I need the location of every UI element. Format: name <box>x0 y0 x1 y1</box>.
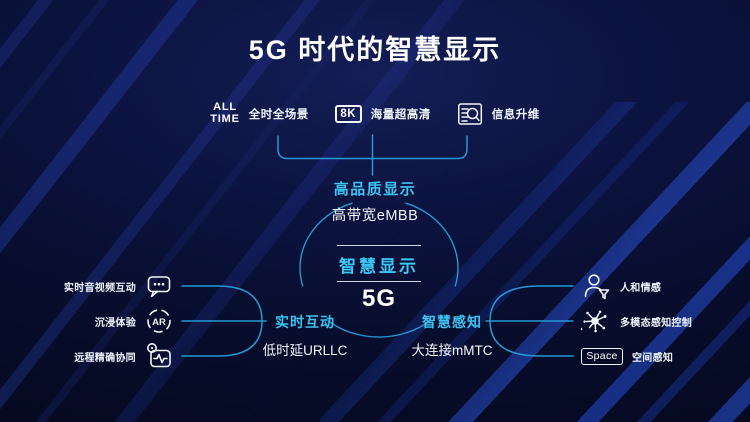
person-emotion-icon <box>584 274 610 300</box>
item-label: 远程精确协同 <box>74 352 136 364</box>
branch-right-subtitle: 大连接mMTC <box>411 343 493 358</box>
branch-top: 高品质显示 高带宽eMBB <box>0 178 750 225</box>
right-item-space: Space 空间感知 <box>581 341 673 371</box>
branch-left-title: 实时互动 <box>275 314 335 330</box>
right-item-people: 人和情感 <box>581 271 661 301</box>
all-time-icon: ALL TIME <box>210 101 240 125</box>
page-title: 5G 时代的智慧显示 <box>248 35 502 65</box>
feature-label: 全时全场景 <box>248 109 309 121</box>
circle-title: 智慧显示 <box>339 257 419 276</box>
left-brace-top <box>181 285 263 322</box>
branch-left-subtitle: 低时延URLLC <box>262 343 348 358</box>
right-item-multimodal: 多模态感知控制 <box>581 306 692 336</box>
left-item-immersive: 沉浸体验 AR <box>0 306 174 336</box>
space-badge-icon: Space <box>581 347 623 365</box>
branch-left: 实时互动 低时延URLLC <box>260 312 350 359</box>
svg-text:AR: AR <box>152 317 166 328</box>
left-item-remote: 远程精确协同 <box>0 341 174 371</box>
8k-badge-icon: 8K <box>334 105 362 123</box>
item-label: 实时音视频互动 <box>63 282 136 294</box>
branch-top-subtitle: 高带宽eMBB <box>331 208 419 224</box>
feature-all-time: ALL TIME 全时全场景 <box>210 101 309 126</box>
feature-label: 海量超高清 <box>370 109 431 121</box>
left-item-av: 实时音视频互动 <box>0 271 174 301</box>
top-feature-row: ALL TIME 全时全场景 8K 海量超高清 信息升维 <box>0 101 750 127</box>
left-brace-bottom <box>181 320 263 357</box>
branch-top-title: 高品质显示 <box>333 181 417 198</box>
top-bracket-line <box>277 135 468 160</box>
multimodal-burst-icon <box>581 310 607 333</box>
branch-right-title: 智慧感知 <box>422 314 482 330</box>
circle-subtitle: 5G <box>361 285 396 312</box>
chat-bubble-icon <box>147 276 171 298</box>
item-label: 空间感知 <box>632 352 674 364</box>
screen-search-icon <box>457 103 482 125</box>
item-label: 人和情感 <box>620 282 662 294</box>
ar-badge-icon: AR <box>147 309 171 333</box>
branch-right: 智慧感知 大连接mMTC <box>404 312 500 359</box>
feature-label: 信息升维 <box>491 109 540 121</box>
feature-info: 信息升维 <box>457 101 540 127</box>
pulse-monitor-icon <box>147 343 171 368</box>
item-label: 沉浸体验 <box>94 317 136 329</box>
right-brace-top <box>489 285 574 322</box>
feature-8k: 8K 海量超高清 <box>334 105 431 123</box>
item-label: 多模态感知控制 <box>620 317 693 329</box>
right-brace-bottom <box>489 320 574 357</box>
